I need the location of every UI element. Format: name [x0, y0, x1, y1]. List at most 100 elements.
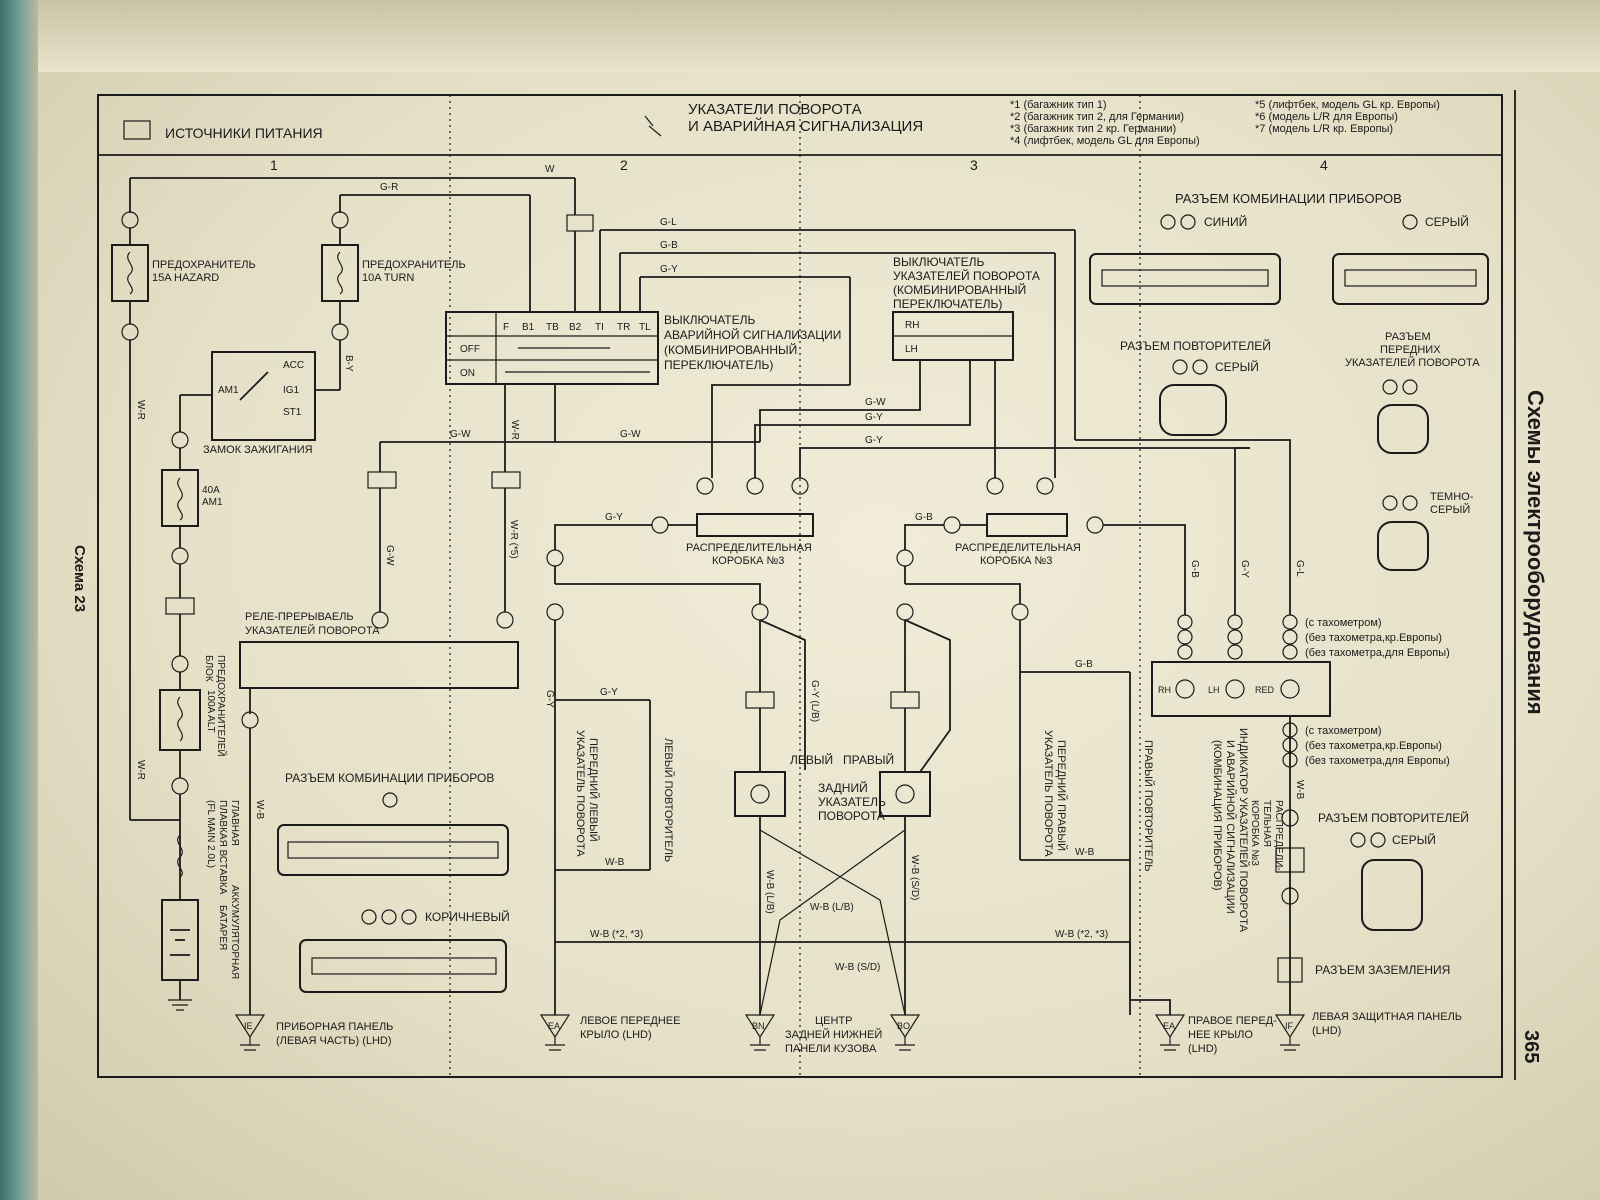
conn-flasher-e: [241, 711, 259, 729]
hz-col-ti: TI: [595, 322, 604, 333]
note-3: *3 (багажник тип 2 кр. Германии): [1010, 123, 1176, 135]
junction3-vert-1: РАСПРЕДЕЛИ-: [1273, 800, 1284, 871]
conn-front-label-2: ПЕРЕДНИХ: [1380, 344, 1441, 356]
conn-eb1: [165, 597, 195, 615]
hazard-label-1: ВЫКЛЮЧАТЕЛЬ: [664, 313, 755, 327]
wire-label-wbs-2: W-B (S/D): [835, 962, 880, 973]
conn-3d-l: [791, 477, 809, 495]
conn-6-1a: [171, 431, 189, 449]
conn-1h-l: [751, 603, 769, 621]
conn-3b-r: [1036, 477, 1054, 495]
page-number: 365: [1520, 1030, 1542, 1063]
note-2: *2 (багажник тип 2, для Германии): [1010, 111, 1184, 123]
rear-left-label: ЛЕВЫЙ: [790, 752, 833, 767]
fuse-am1-label-2: AM1: [202, 497, 223, 508]
wire-gb-1b-r: [904, 524, 987, 550]
turn-signal-icon: [644, 115, 662, 137]
wire-label-wb-3: W-B: [1075, 847, 1095, 858]
junction3-small: [1275, 847, 1305, 873]
junction-right-label-2: КОРОБКА №3: [980, 555, 1052, 567]
wire-label-gr: G-R: [380, 182, 398, 193]
ground-ie-label-2: (ЛЕВАЯ ЧАСТЬ) (LHD): [276, 1035, 392, 1047]
fuse-hazard-label-2: 15A HAZARD: [152, 272, 219, 284]
wire-gy-3b: [711, 384, 850, 478]
wire-label-wb23-1: W-B (*2, *3): [590, 929, 643, 940]
ground-ea-right-label-2: НЕЕ КРЫЛО: [1188, 1029, 1253, 1041]
wire-main-fuse: [130, 794, 181, 900]
tach-note-6: (без тахометра,для Европы): [1305, 755, 1450, 767]
indicator-label-1: ИНДИКАТОР УКАЗАТЕЛЕЙ ПОВОРОТА: [1237, 728, 1250, 933]
repeater-ce-body: [1361, 859, 1423, 931]
turn-row-rh: RH: [905, 320, 919, 331]
battery-icon: [123, 120, 151, 140]
ground-if-label-1: ЛЕВАЯ ЗАЩИТНАЯ ПАНЕЛЬ: [1312, 1011, 1462, 1023]
hz-col-b2: B2: [569, 322, 582, 333]
conn-h-badge: [1402, 495, 1418, 511]
wire-label-wbl: W-B (L/B): [764, 870, 775, 914]
fusible-block-3: 100A ALT: [205, 690, 216, 733]
wire-label-gyl: G-Y (L/B): [809, 680, 820, 722]
wire-label-gl-2: G-L: [1294, 560, 1305, 577]
rear-indicator-1: ЗАДНИЙ: [818, 780, 868, 795]
conn-ig2-a: [367, 471, 397, 489]
conn-1e: [331, 211, 349, 229]
conn-7n: [1282, 614, 1298, 630]
conn-l-badge: [1160, 214, 1176, 230]
wire-gy-1b: [554, 524, 697, 550]
conn-1g-l: [546, 603, 564, 621]
battery-label-1: АККУМУЛЯТОРНАЯ: [229, 885, 240, 979]
main-fuse-3: (FL MAIN 2.0L): [205, 800, 216, 868]
wire-label-wb-4: W-B: [1294, 780, 1305, 800]
hz-row-on: ON: [460, 368, 475, 379]
scheme-number: Схема 23: [71, 545, 88, 612]
hz-row-off: OFF: [460, 344, 480, 355]
wire-label-wb-1: W-B: [254, 800, 265, 820]
conn-ig2-b: [491, 471, 521, 489]
turn-row-lh: LH: [905, 344, 918, 355]
ground-ea-right: EA: [1154, 1014, 1186, 1051]
wire-label-wr-hz: W-R: [509, 420, 520, 440]
ignition-contact: [239, 371, 269, 401]
hz-col-tr: TR: [617, 322, 630, 333]
ind-pin-rh: RH: [1158, 685, 1171, 695]
turn-label-3: (КОМБИНИРОВАННЫЙ: [893, 282, 1026, 297]
ground-ie-label-1: ПРИБОРНАЯ ПАНЕЛЬ: [276, 1021, 393, 1033]
column-1: 1: [270, 157, 278, 173]
conn-3f-r: [986, 477, 1004, 495]
conn-1a: [331, 323, 349, 341]
fuse-hazard-box: [111, 244, 149, 302]
conn-j-badge: [361, 909, 377, 925]
rear-right-bulb: [895, 784, 915, 804]
tach-note-2: (без тахометра,кр.Европы): [1305, 632, 1442, 644]
conn-jkn-body: [299, 939, 507, 993]
flasher-label-2: УКАЗАТЕЛЕЙ ПОВОРОТА: [245, 624, 380, 637]
rear-right-lamp: [879, 771, 931, 817]
left-repeater-label: ЛЕВЫЙ ПОВТОРИТЕЛЬ: [662, 738, 675, 862]
conn-2-main: [171, 777, 189, 795]
fuse-turn-label-1: ПРЕДОХРАНИТЕЛЬ: [362, 259, 466, 271]
conn-2b: [121, 211, 139, 229]
tach-note-4: (с тахометром): [1305, 725, 1382, 737]
tach-note-5: (без тахометра,кр.Европы): [1305, 740, 1442, 752]
repeater-ce-label: РАЗЪЕМ ПОВТОРИТЕЛЕЙ: [1318, 810, 1469, 825]
conn-dark-1: ТЕМНО-: [1430, 491, 1474, 503]
conn-1b-l: [546, 549, 564, 567]
fuse-hazard-icon: [127, 251, 133, 295]
rear-right-label: ПРАВЫЙ: [843, 752, 894, 767]
wire-label-wrs: W-R (*5): [508, 520, 519, 559]
wire-label-gy: G-Y: [660, 264, 678, 275]
conn-front-label-1: РАЗЪЕМ: [1385, 331, 1431, 343]
hz-col-b1: B1: [522, 322, 535, 333]
indicator-lh: [1225, 679, 1245, 699]
wire-label-gw-2: G-W: [620, 429, 641, 440]
conn-3f-l: [746, 477, 764, 495]
battery-ground-icon: [168, 999, 192, 1011]
wire-left-split: [554, 566, 761, 604]
note-1: *1 (багажник тип 1): [1010, 99, 1107, 111]
column-4: 4: [1320, 157, 1328, 173]
ground-ea-right-label-3: (LHD): [1188, 1043, 1217, 1055]
wire-lb: [904, 619, 951, 773]
junction-box-left: [696, 513, 814, 537]
wire-gy-3d: [799, 447, 865, 478]
conn-1k: [1177, 644, 1193, 660]
